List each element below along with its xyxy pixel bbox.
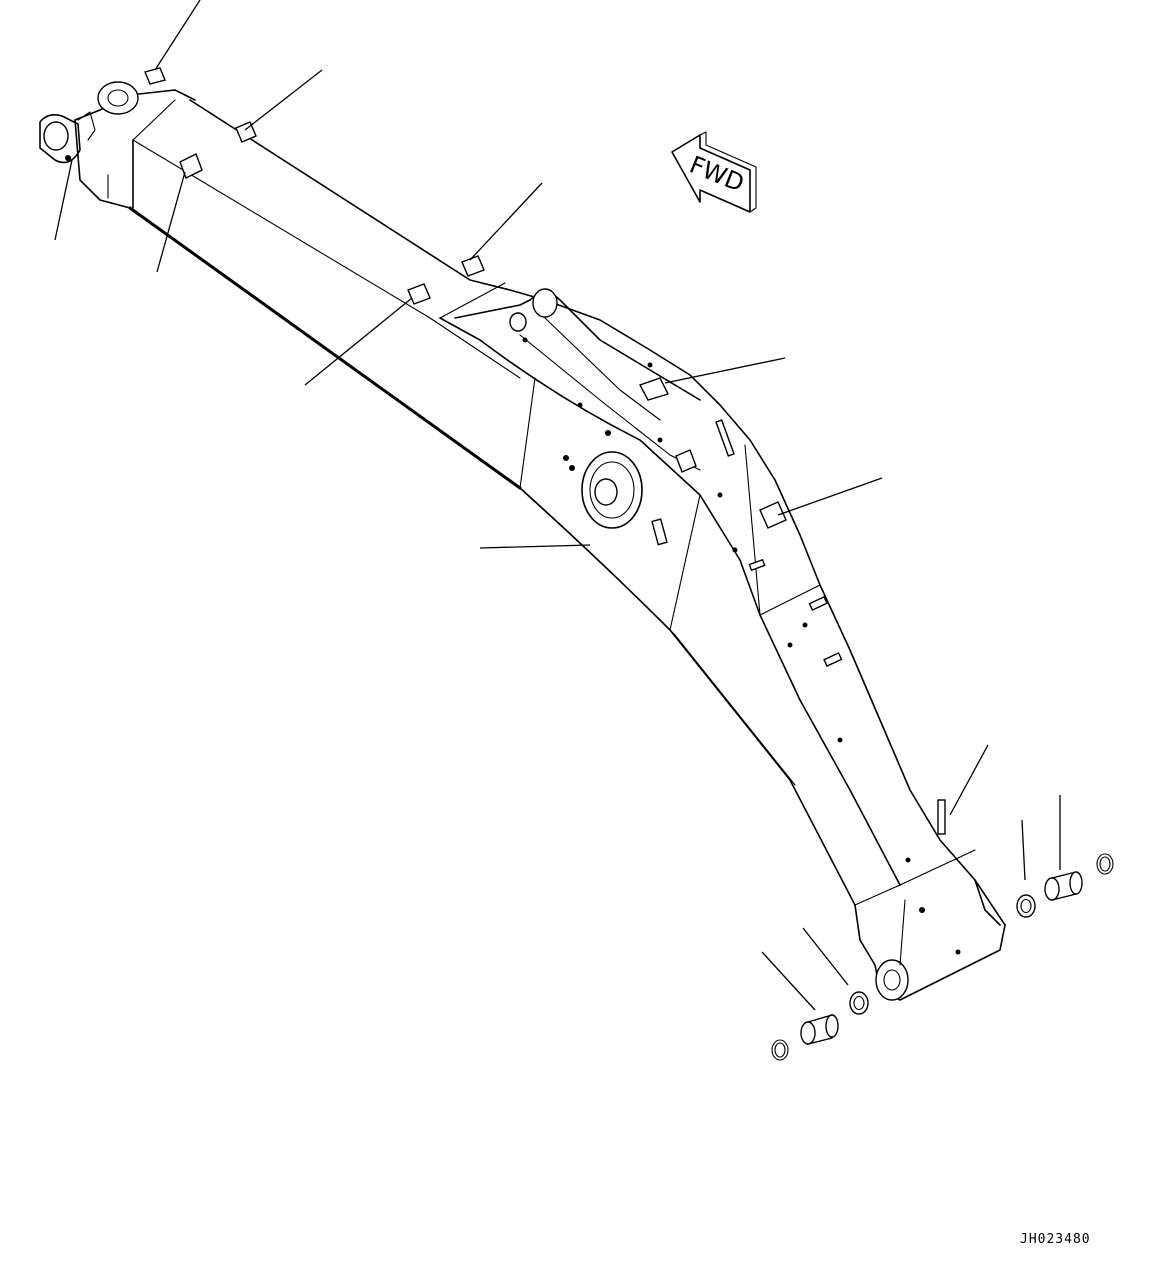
- clamp-bracket: [144, 67, 787, 529]
- leader-lines: [54, 0, 1061, 1011]
- boom-structure: [39, 67, 1006, 1001]
- foot-pin-parts: [771, 853, 1114, 1061]
- bushing-right: [1044, 871, 1083, 901]
- bushing-left: [800, 1014, 839, 1045]
- drawing-number: JH023480: [1020, 1232, 1091, 1247]
- forward-direction-indicator: FWD: [671, 131, 757, 213]
- fwd-label: FWD: [686, 151, 748, 198]
